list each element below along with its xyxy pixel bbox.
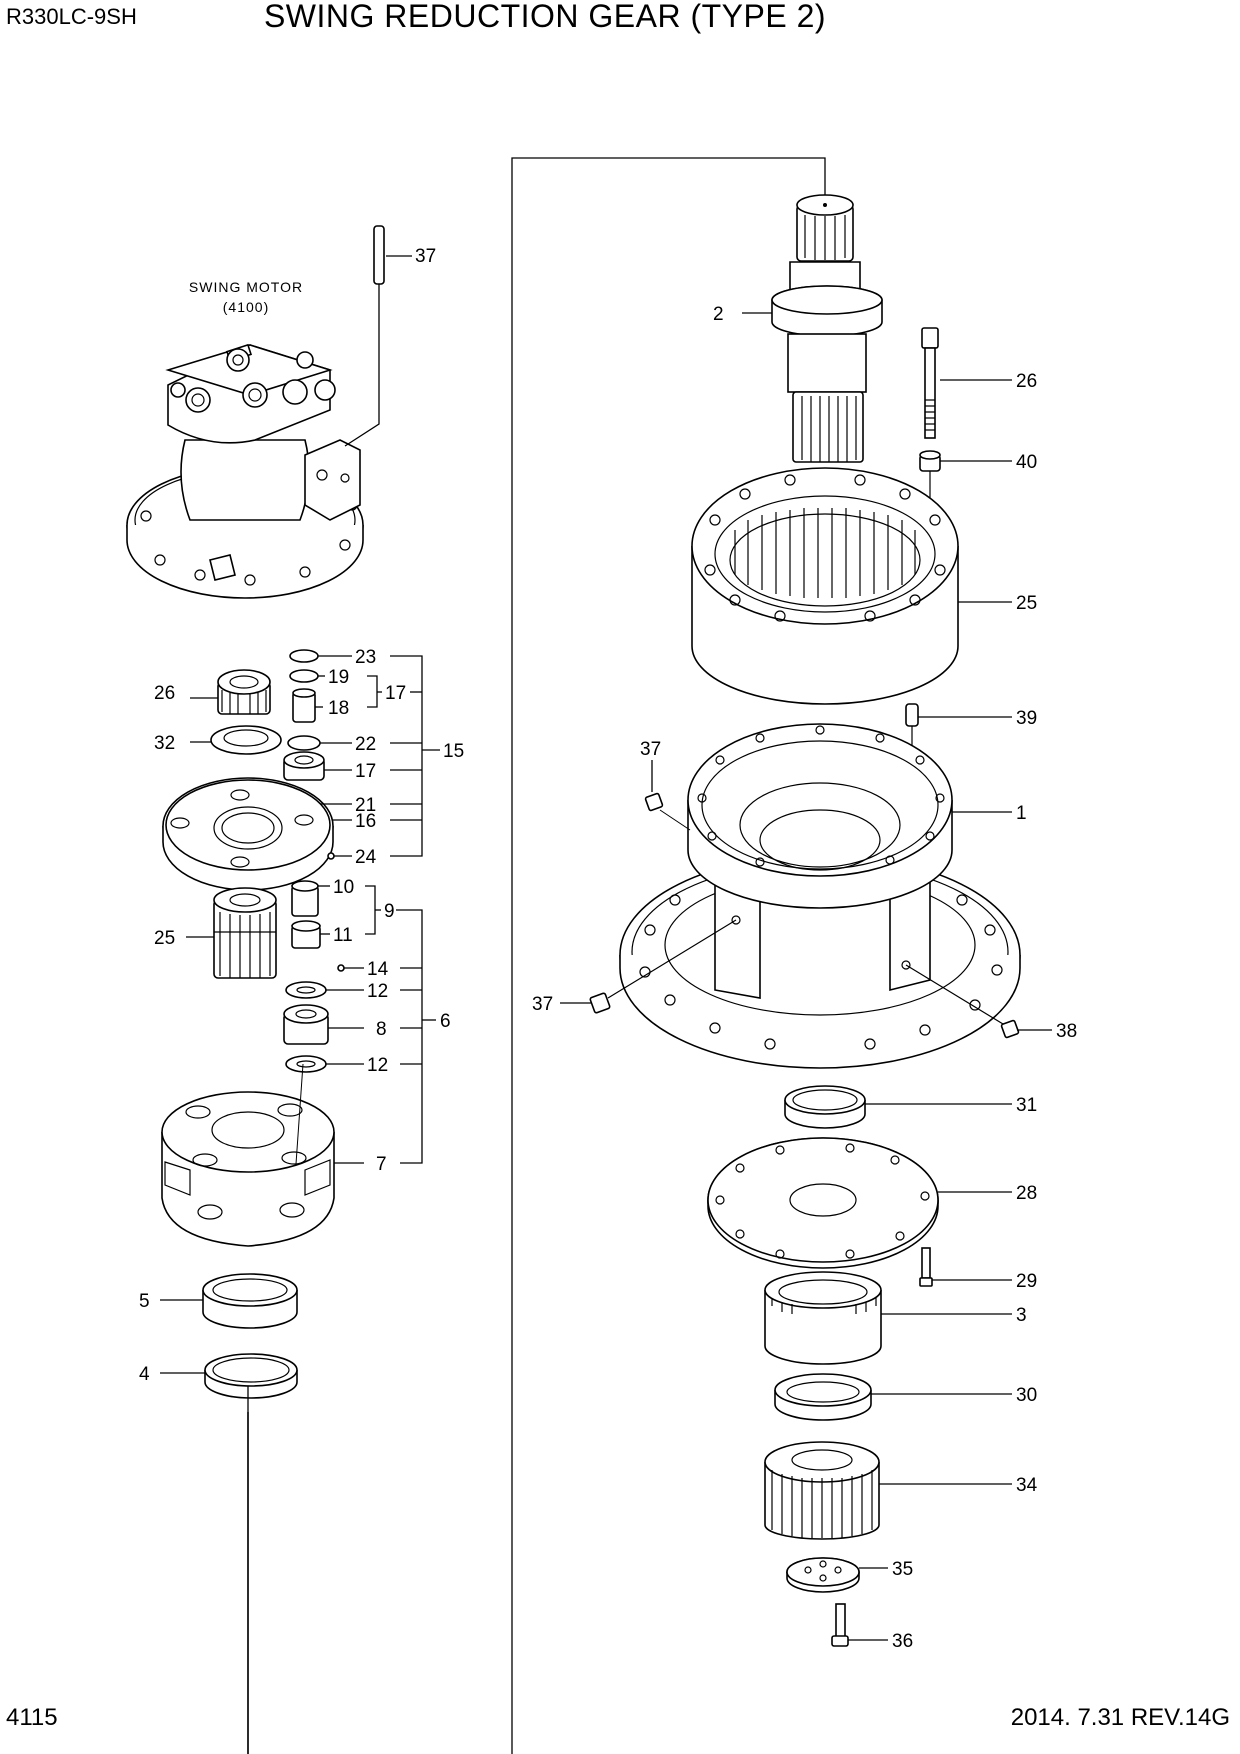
part-16-planet-gear [283, 751, 325, 781]
page-title: SWING REDUCTION GEAR (TYPE 2) [0, 0, 1240, 35]
part-1-housing [619, 723, 1021, 1069]
part-39-pin [344, 225, 412, 447]
page-number: 4115 [6, 1704, 58, 1731]
callout-31: 31 [1016, 1095, 1037, 1116]
callout-20: 21 [355, 795, 376, 816]
part-22-snap-ring [289, 649, 319, 663]
callout-10: 10 [333, 877, 354, 898]
callout-24: 25 [154, 928, 175, 949]
part-40-washer [919, 450, 941, 472]
callout-26: 25 [1016, 593, 1037, 614]
callout-13: 14 [367, 959, 389, 980]
callout-38: 39 [1016, 708, 1037, 729]
part-15-carrier-plate [162, 777, 334, 891]
part-29-bolt [919, 1247, 933, 1287]
callout-1: 1 [1016, 803, 1027, 824]
callout-37-upper: 37 [640, 739, 661, 760]
part-37-plug-lower [1000, 1019, 1020, 1039]
callout-21: 22 [355, 734, 376, 755]
callout-34: 35 [892, 1559, 913, 1580]
swing-motor: SWING MOTOR (4100) [126, 279, 364, 599]
callout-4: 4 [139, 1364, 150, 1385]
part-28-cover-plate [707, 1137, 939, 1269]
callout-14: 15 [443, 741, 464, 762]
part-21-washer [287, 735, 321, 751]
callout-23: 24 [355, 847, 377, 868]
part-5-bearing [202, 1273, 298, 1329]
page-title-text: SWING REDUCTION GEAR (TYPE 2) [263, 0, 827, 34]
revision-date: 2014. 7.31 REV.14G [1010, 1704, 1230, 1731]
part-33-pinion [764, 1441, 880, 1540]
swing-motor-label: SWING MOTOR [189, 279, 303, 295]
callout-7: 7 [376, 1154, 387, 1175]
callout-39: 37 [415, 246, 436, 267]
callout-27: 26 [1016, 371, 1037, 392]
callout-33: 34 [1016, 1475, 1038, 1496]
swing-motor-ref: (4100) [223, 299, 269, 315]
part-11-bushing [291, 920, 321, 949]
part-2-shaft [771, 194, 883, 463]
part-18-pin [292, 688, 316, 723]
part-25-sun-gear [217, 669, 271, 715]
callout-29: 29 [1016, 1271, 1037, 1292]
callout-40: 40 [1016, 452, 1037, 473]
callout-3: 3 [1016, 1305, 1027, 1326]
part-37-plug-upper [644, 792, 664, 812]
part-36-plug [589, 992, 611, 1014]
callout-2: 2 [713, 304, 724, 325]
callout-36: 37 [532, 994, 553, 1015]
callout-25: 26 [154, 683, 175, 704]
part-32-thrust-plate [210, 725, 282, 755]
callout-6: 6 [440, 1011, 451, 1032]
left-right-connector-line [247, 157, 826, 1754]
part-23-plug [327, 852, 335, 860]
callout-15: 16 [355, 811, 376, 832]
callout-37-lower: 38 [1056, 1021, 1077, 1042]
part-34-end-plate [786, 1557, 860, 1593]
callout-16: 17 [355, 761, 376, 782]
callout-30: 30 [1016, 1385, 1037, 1406]
part-12-washer-lower [285, 1055, 327, 1073]
part-38-pin [905, 703, 919, 727]
callout-11: 11 [333, 925, 353, 946]
part-30-seal [774, 1373, 872, 1421]
callout-labels: 37 2 26 40 25 39 37 1 37 38 31 28 29 3 3… [139, 246, 1077, 1652]
callout-12-upper: 12 [367, 981, 388, 1002]
callout-35: 36 [892, 1631, 913, 1652]
callout-8: 8 [376, 1019, 387, 1040]
callout-5: 5 [139, 1291, 150, 1312]
part-8-planet-gear [283, 1004, 329, 1045]
part-35-bolt [831, 1603, 849, 1647]
part-24-sun-gear [213, 887, 277, 979]
part-3-bearing [764, 1271, 882, 1365]
part-13-plug [337, 964, 345, 972]
part-12-washer-upper [285, 981, 327, 999]
callout-17: 17 [385, 683, 406, 704]
callout-9: 9 [384, 901, 395, 922]
left-leader-lines [160, 655, 440, 1374]
callout-19: 19 [328, 667, 349, 688]
part-27-bolt [921, 327, 939, 439]
part-4-seal [204, 1353, 298, 1399]
callout-18: 18 [328, 698, 349, 719]
part-19-washer [289, 669, 319, 683]
callout-28: 28 [1016, 1183, 1037, 1204]
part-7-carrier [161, 1091, 335, 1247]
part-26-ring-gear [691, 467, 959, 705]
callout-32: 32 [154, 733, 175, 754]
callout-22: 23 [355, 647, 376, 668]
callout-12-lower: 12 [367, 1055, 388, 1076]
part-31-seal [784, 1085, 866, 1129]
part-10-pin [291, 880, 319, 917]
model-number: R330LC-9SH [6, 4, 137, 29]
